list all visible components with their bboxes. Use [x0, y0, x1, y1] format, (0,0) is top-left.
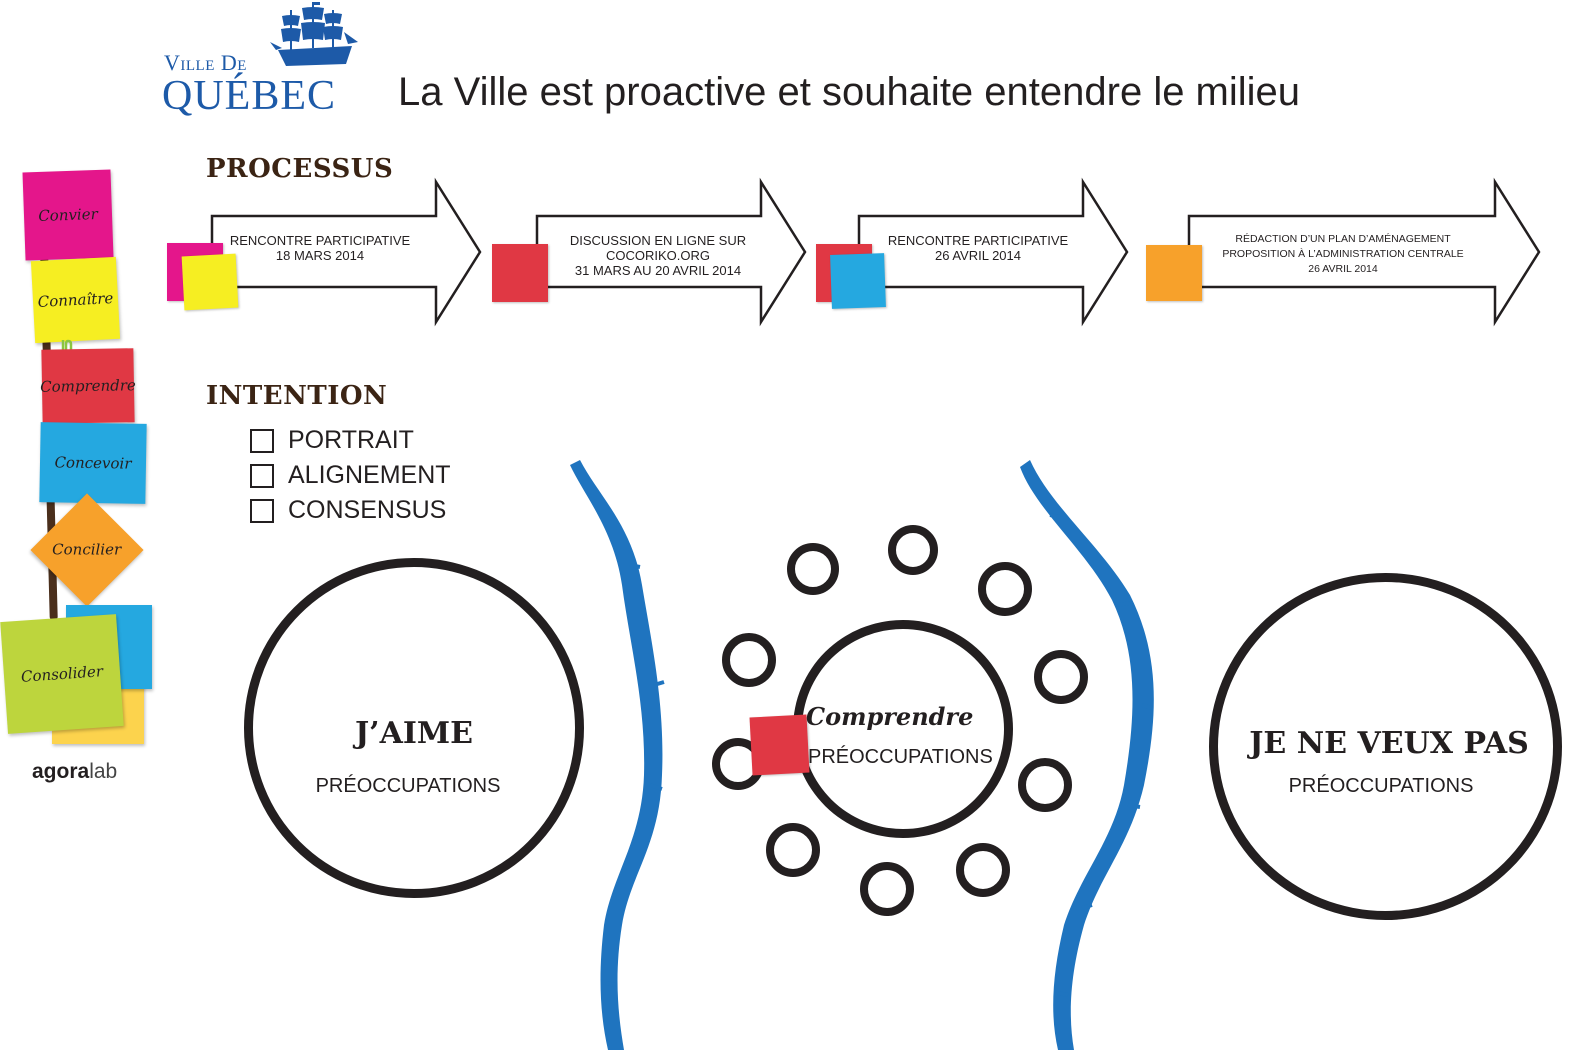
process-step-2: DISCUSSION EN LIGNE SUR COCORIKO.ORG 31 …	[558, 233, 758, 278]
step-label: Consolider	[20, 662, 104, 686]
checkbox[interactable]	[250, 428, 274, 453]
intention-option-label: ALIGNEMENT	[288, 461, 451, 489]
agoralab-bold: agora	[32, 760, 90, 783]
step-label: Convier	[37, 204, 99, 226]
seat-ring	[978, 562, 1032, 616]
step-label: Concilier	[52, 540, 122, 559]
circle-comprendre	[793, 620, 1013, 838]
step-connaitre: Connaître	[30, 256, 121, 344]
sticky-orange	[1146, 245, 1202, 301]
process-step-2-line1: DISCUSSION EN LIGNE SUR	[569, 233, 747, 248]
process-arrow-3	[857, 177, 1129, 327]
process-arrow-4	[1187, 177, 1541, 327]
intention-option-label: PORTRAIT	[288, 426, 414, 454]
intention-option-alignement[interactable]: ALIGNEMENT	[250, 461, 451, 490]
sticky-red	[492, 244, 548, 302]
seat-ring	[1034, 650, 1088, 704]
circle-jaime-title: J’AIME	[354, 716, 474, 751]
sticky-red-center	[749, 714, 810, 776]
process-step-4: RÉDACTION D’UN PLAN D’AMÉNAGEMENT PROPOS…	[1212, 232, 1474, 277]
intention-heading: INTENTION	[206, 381, 388, 411]
circle-je-ne-veux-pas	[1209, 573, 1562, 920]
intention-option-portrait[interactable]: PORTRAIT	[250, 426, 414, 455]
process-step-4-line2: PROPOSITION À L’ADMINISTRATION CENTRALE	[1222, 248, 1464, 260]
blue-wave-right	[1020, 460, 1154, 1050]
intention-option-consensus[interactable]: CONSENSUS	[250, 496, 446, 525]
ship-icon	[270, 2, 358, 66]
process-arrow-2	[535, 177, 807, 327]
circle-comprendre-title: Comprendre	[806, 702, 974, 731]
step-label: Connaître	[37, 289, 114, 311]
process-step-4-line1: RÉDACTION D’UN PLAN D’AMÉNAGEMENT	[1235, 233, 1451, 245]
process-heading: PROCESSUS	[206, 154, 394, 184]
process-step-3-line2: 26 AVRIL 2014	[934, 248, 1021, 263]
process-step-3: RENCONTRE PARTICIPATIVE 26 AVRIL 2014	[878, 233, 1078, 263]
agoralab-logo: agoralab	[32, 760, 117, 784]
circle-jaime-subtitle: PRÉOCCUPATIONS	[315, 775, 501, 797]
blue-wave-left	[570, 460, 665, 1050]
step-comprendre: Comprendre	[40, 348, 137, 424]
process-step-1-line1: RENCONTRE PARTICIPATIVE	[229, 233, 411, 248]
step-consolider: Consolider	[0, 614, 124, 734]
seat-ring	[787, 543, 839, 595]
intention-option-label: CONSENSUS	[288, 496, 447, 524]
circle-jaime	[244, 558, 584, 898]
step-concevoir: Concevoir	[39, 422, 147, 504]
seat-ring	[860, 862, 914, 916]
process-step-4-line3: 26 AVRIL 2014	[1308, 263, 1378, 275]
page-title: La Ville est proactive et souhaite enten…	[398, 70, 1301, 114]
seat-ring	[1018, 758, 1072, 812]
process-step-1-line2: 18 MARS 2014	[275, 248, 365, 263]
circle-je-ne-veux-pas-subtitle: PRÉOCCUPATIONS	[1288, 775, 1474, 797]
process-arrow-1	[210, 177, 482, 327]
seat-ring	[766, 823, 820, 877]
logo-line2: QUÉBEC	[162, 73, 336, 119]
logo-line1: Ville de	[164, 50, 247, 75]
step-convier: Convier	[22, 169, 114, 261]
process-step-1: RENCONTRE PARTICIPATIVE 18 MARS 2014	[222, 233, 418, 263]
seat-ring	[888, 525, 938, 575]
seat-ring	[956, 843, 1010, 897]
process-step-2-line3: 31 MARS AU 20 AVRIL 2014	[574, 263, 742, 278]
ville-de-quebec-logo: Ville de QUÉBEC	[160, 2, 360, 127]
process-step-3-line1: RENCONTRE PARTICIPATIVE	[887, 233, 1069, 248]
agoralab-light: lab	[89, 760, 118, 783]
circle-je-ne-veux-pas-title: JE NE VEUX PAS	[1249, 726, 1529, 761]
checkbox[interactable]	[250, 498, 274, 523]
circle-comprendre-subtitle: PRÉOCCUPATIONS	[808, 746, 993, 768]
checkbox[interactable]	[250, 463, 274, 488]
step-label: Comprendre	[40, 376, 137, 396]
process-step-2-line2: COCORIKO.ORG	[605, 248, 710, 263]
seat-ring	[722, 633, 776, 687]
step-label: Concevoir	[54, 453, 132, 473]
